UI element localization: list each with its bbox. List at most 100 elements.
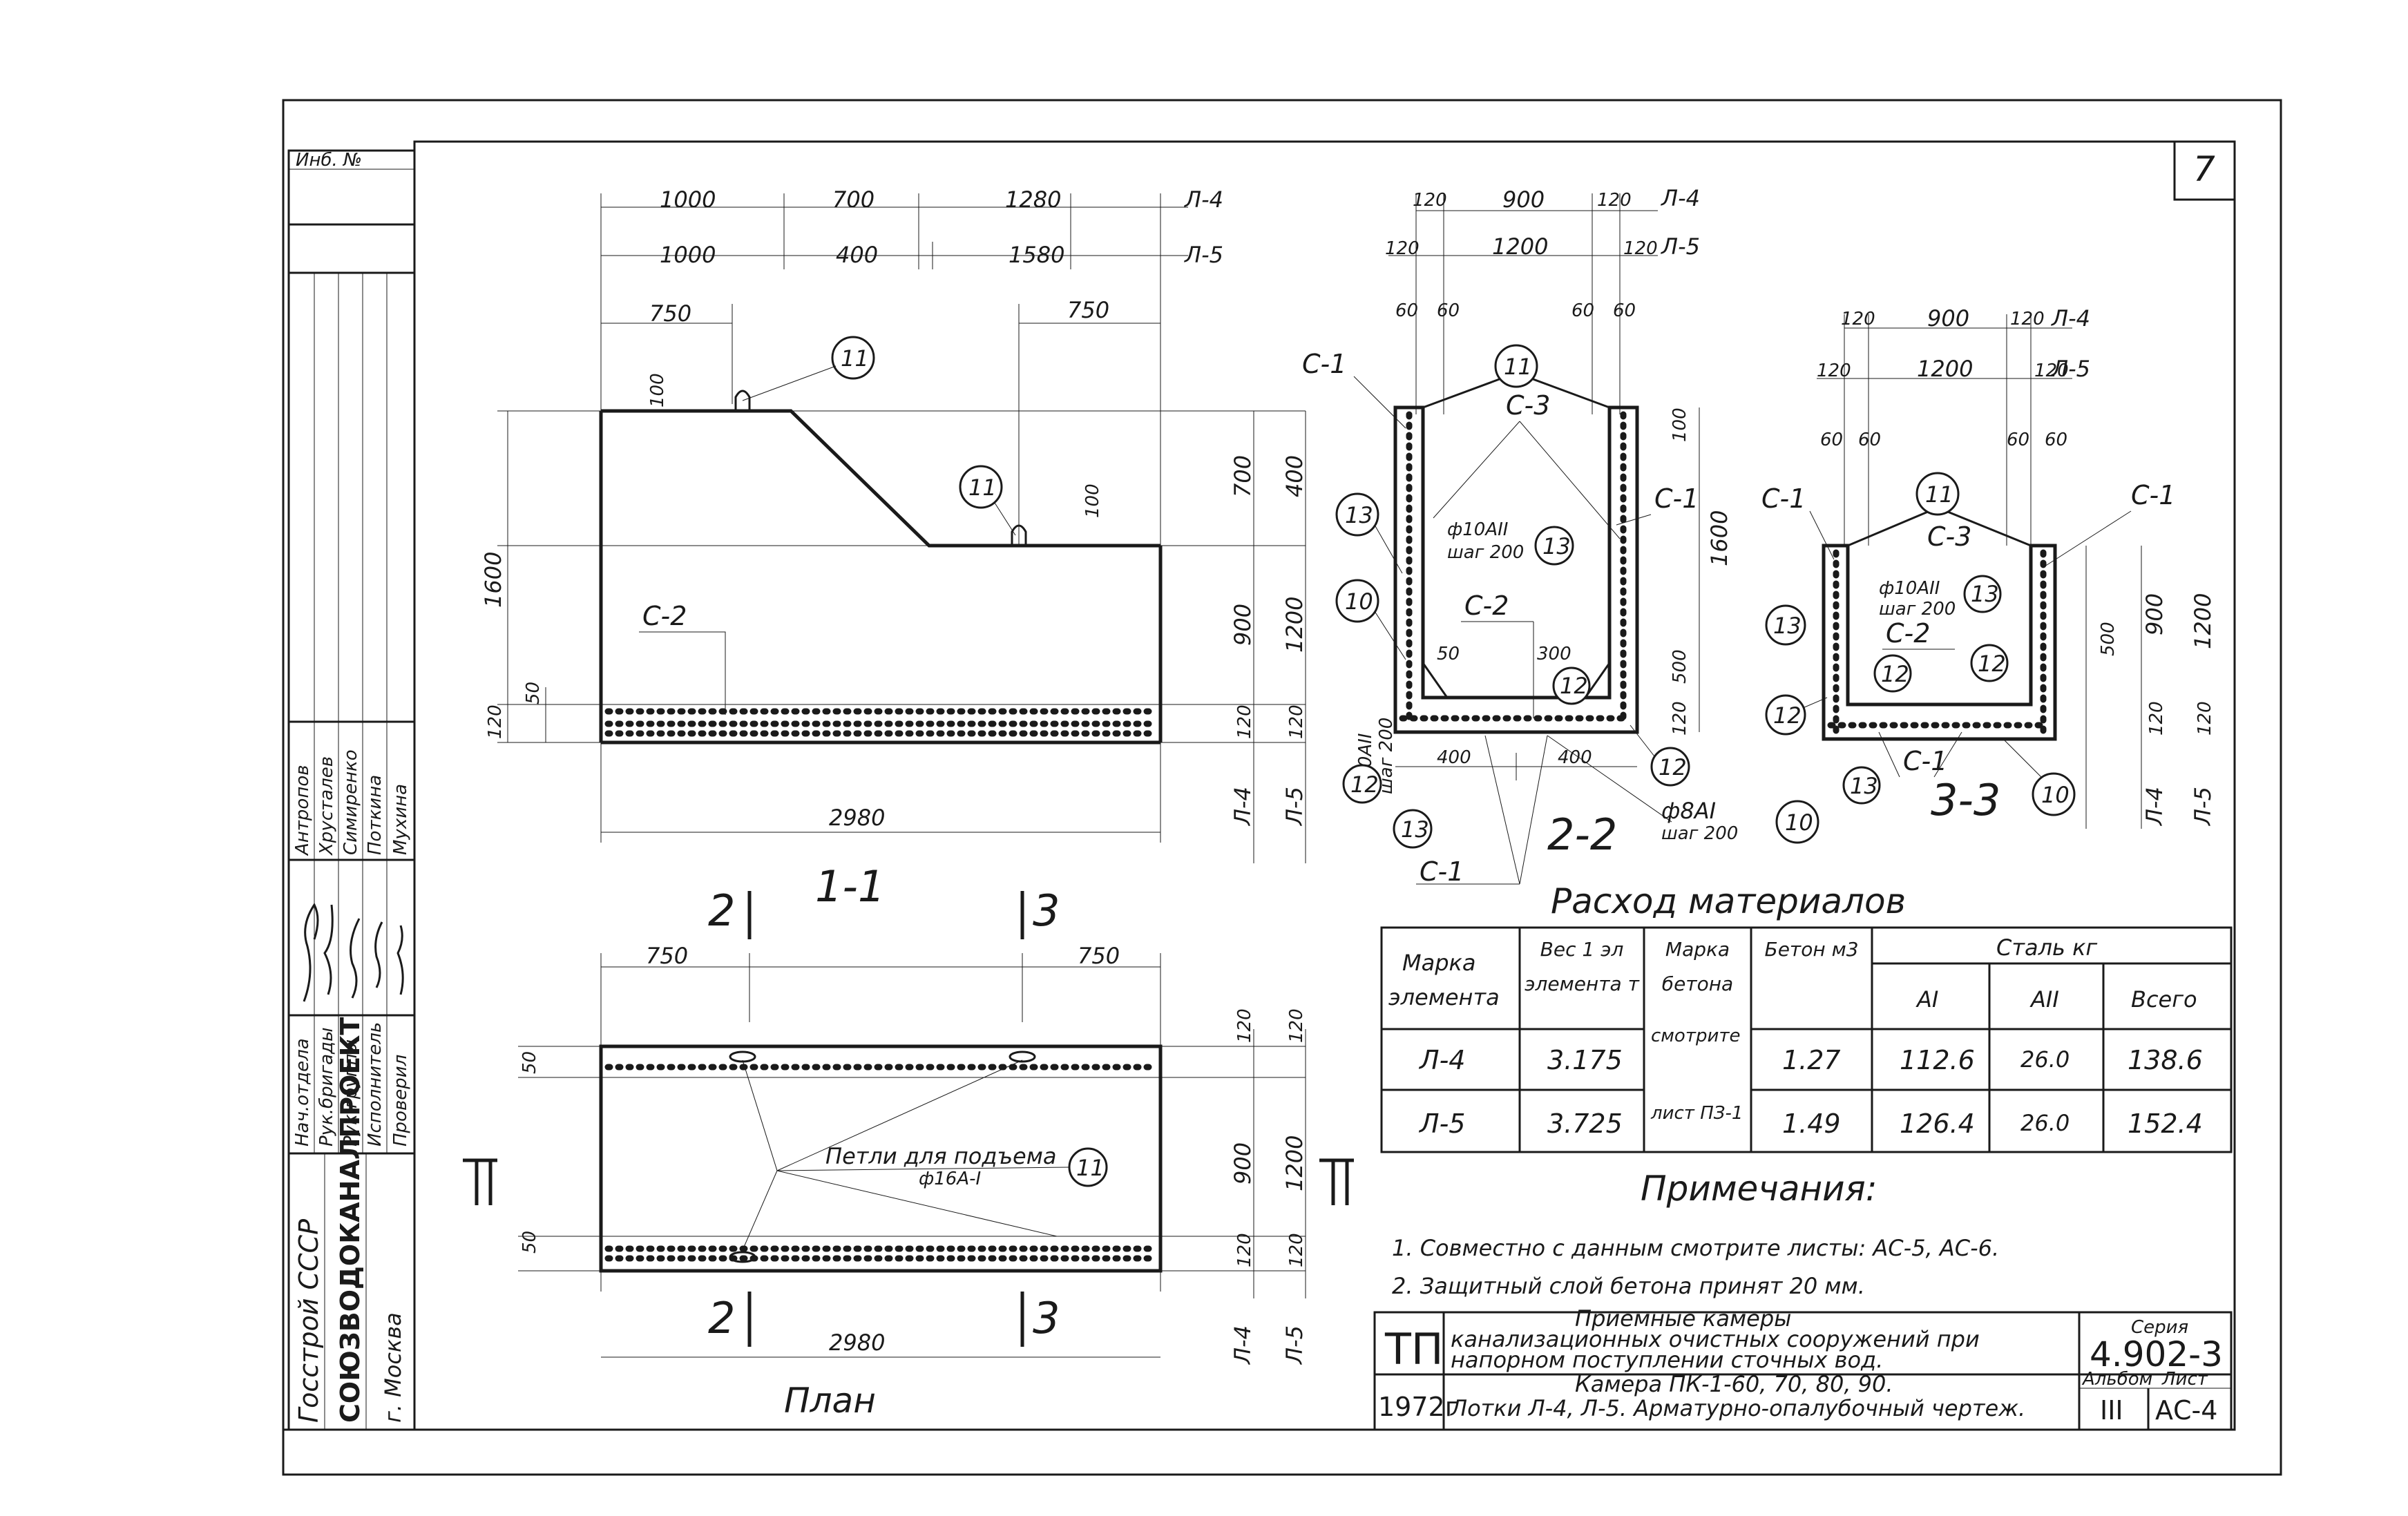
dim-60-s22-c: 60 (1571, 300, 1594, 321)
sheet-number: 7 (2193, 149, 2215, 189)
dim-120-s22-b: 120 (1597, 190, 1632, 211)
row2-concrete-mark: лист ПЗ-1 (1650, 1103, 1743, 1124)
row2-total: 152.4 (2128, 1109, 2203, 1139)
dim-1600-s22: 1600 (1706, 510, 1732, 566)
dim-120-s22-d: 120 (1623, 238, 1658, 259)
label-c2-s22: С-2 (1464, 591, 1509, 621)
plan-dim-2980: 2980 (829, 1330, 885, 1356)
role-3: Исполнитель (365, 1022, 385, 1146)
dim-l5-a: Л-5 (1184, 242, 1223, 268)
mark-13-s22-a: 13 (1542, 533, 1571, 559)
dim-120-s33-e: 120 (2146, 701, 2167, 736)
label-c1-s33-a: С-1 (1761, 483, 1806, 514)
rebar-step-s22: шаг 200 (1447, 542, 1524, 563)
name-4: Мухина (390, 784, 411, 855)
album-label: Альбом (2081, 1369, 2152, 1390)
cut-mark-2-top: 2 (708, 885, 735, 936)
mark-11-a: 11 (841, 345, 869, 372)
mark-11-s33: 11 (1925, 481, 1953, 508)
tp-label: ТП (1384, 1324, 1444, 1374)
mark-10-s22: 10 (1345, 588, 1373, 615)
row2-concrete: 1.49 (1782, 1109, 1841, 1139)
notes-title: Примечания: (1641, 1169, 1877, 1209)
row1-aii: 26.0 (2020, 1046, 2070, 1073)
section-2-2: 120 10 900 120 Л-4 120 1200 120 Л-5 60 6… (1302, 185, 1819, 887)
dim-l4-s33-r: Л-4 (2141, 787, 2168, 826)
hdr-concrete-mark-box: Марка бетона (1662, 938, 1733, 995)
loops-label: Петли для подъема (825, 1143, 1056, 1169)
org-line3: г. Москва (380, 1312, 406, 1423)
hdr-steel: Сталь кг (1996, 934, 2097, 961)
dim-1600-section11: 1600 (480, 552, 506, 608)
hdr-concrete-box: Бетон м3 (1764, 938, 1858, 961)
notes: Примечания: 1. Совместно с данным смотри… (1392, 1169, 1999, 1299)
dim-1200-right: 1200 (1281, 597, 1308, 653)
name-3: Поткина (365, 775, 385, 855)
signatures (303, 903, 404, 1002)
left-stamp: Инб. № Нач.отдела Рук.бригады Рук.группы… (287, 149, 416, 1431)
hdr-mark-2: элемента (1388, 984, 1500, 1010)
hdr-ai: АI (1915, 986, 1938, 1013)
hdr-total: Всего (2131, 986, 2197, 1013)
mark-12-s22-c: 12 (1659, 754, 1687, 780)
title-line1: Приемные камеры (1575, 1305, 1791, 1332)
cut-mark-3-bottom: 3 (1033, 1293, 1060, 1343)
dim-700-right: 700 (1230, 455, 1256, 497)
dim-1200-s22: 1200 (1492, 233, 1548, 260)
role-4: Проверил (390, 1055, 411, 1146)
role-0: Нач.отдела (292, 1038, 313, 1146)
mark-11-plan: 11 (1076, 1155, 1105, 1181)
label-c3-s22: С-3 (1506, 390, 1550, 421)
plan-dim-l4: Л-4 (1230, 1325, 1256, 1365)
label-c2-section11: С-2 (642, 601, 687, 631)
dim-100-s22: 100 (1670, 407, 1690, 442)
dim-120-s33-c: 120 (1817, 361, 1851, 381)
dim-900-s33-r: 900 (2141, 593, 2168, 635)
plan-dim-750-left: 750 (646, 943, 688, 969)
plan-dim-1200: 1200 (1281, 1135, 1308, 1191)
dim-120-s33-d: 120 (2034, 361, 2069, 381)
title-line2: канализационных очистных сооружений при (1451, 1326, 1980, 1352)
mark-12-s22-b: 12 (1350, 771, 1379, 798)
dim-2980-section11: 2980 (829, 805, 885, 831)
cut-mark-3-top: 3 (1033, 885, 1060, 936)
plan-dim-120-d: 120 (1286, 1233, 1307, 1267)
mark-13-s33-b: 13 (1773, 613, 1802, 639)
label-c1-s33-c: С-1 (1903, 746, 1947, 776)
row1-mark: Л-4 (1418, 1045, 1465, 1075)
dim-700: 700 (832, 186, 875, 213)
materials-table: Расход материалов Марка элемента Вес 1 э… (1380, 881, 2233, 1153)
dim-400-s22-a: 400 (1437, 747, 1471, 768)
rebar2-step-s22: шаг 200 (1661, 823, 1738, 844)
dim-1200-s33: 1200 (1917, 356, 1973, 382)
dim-1280: 1280 (1005, 186, 1061, 213)
title-plan: План (784, 1381, 876, 1421)
plan-dim-120-c: 120 (1234, 1233, 1255, 1267)
dim-120-left: 120 (485, 704, 506, 739)
name-0: Антропов (292, 765, 313, 856)
dim-l4-a: Л-4 (1184, 186, 1223, 213)
hdr-aii: АII (2029, 986, 2059, 1013)
plan-dim-120-a: 120 (1234, 1008, 1255, 1043)
title-line3: напорном поступлении сточных вод. (1451, 1347, 1883, 1373)
note-2: 2. Защитный слой бетона принят 20 мм. (1392, 1273, 1865, 1299)
dim-900-s22-top: 900 (1502, 186, 1545, 213)
role-1: Рук.бригады (316, 1027, 337, 1146)
cut-mark-2-bottom: 2 (708, 1293, 735, 1343)
dim-400-s22-b: 400 (1558, 747, 1592, 768)
dim-120-s33-a: 120 (1841, 309, 1875, 329)
plan-dim-120-b: 120 (1286, 1008, 1307, 1043)
dim-1000-b: 1000 (660, 242, 716, 268)
dim-500-s33: 500 (2098, 622, 2119, 656)
rebar-step-s33: шаг 200 (1879, 599, 1956, 620)
dim-300-s22: 300 (1537, 644, 1571, 664)
title-section-3-3: 3-3 (1931, 775, 2000, 825)
row1-total: 138.6 (2128, 1045, 2203, 1075)
sheet-number-box (2173, 140, 2236, 201)
dim-60-s33-c: 60 (2007, 430, 2029, 450)
album-value: III (2100, 1395, 2123, 1426)
sheet-label: Лист (2161, 1369, 2208, 1390)
outer-frame (282, 99, 2282, 1476)
